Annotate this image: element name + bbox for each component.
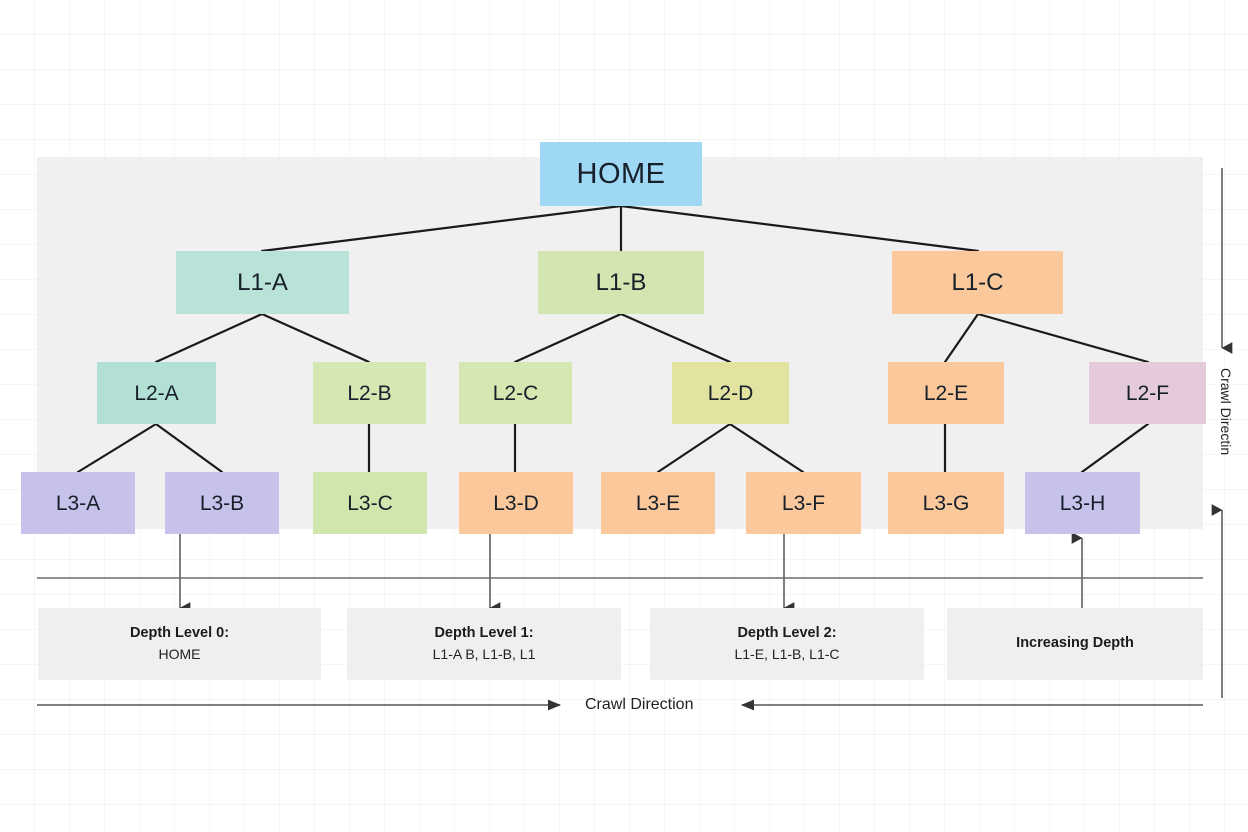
edge-l1c-l2e: [943, 312, 980, 364]
node-l2-d[interactable]: L2-D: [672, 362, 789, 424]
vertical-crawl-direction-label: Crawl Directin: [1218, 368, 1234, 456]
node-l2-c[interactable]: L2-C: [459, 362, 572, 424]
edge-home-l1a: [260, 204, 623, 253]
edge-l2a-l3a: [76, 422, 158, 474]
node-home[interactable]: HOME: [540, 142, 702, 206]
edge-l2d-l3e: [656, 422, 732, 474]
edge-l1c-l2f: [976, 312, 1150, 364]
node-l3-c[interactable]: L3-C: [313, 472, 427, 534]
node-l1-a[interactable]: L1-A: [176, 251, 349, 314]
edge-l1b-l2d: [619, 312, 732, 364]
edge-home-l1c: [619, 204, 980, 253]
node-l3-a[interactable]: L3-A: [21, 472, 135, 534]
edge-l2f-l3h: [1080, 422, 1150, 474]
edge-l1b-l2c: [513, 312, 623, 364]
node-l1-c[interactable]: L1-C: [892, 251, 1063, 314]
node-l3-h[interactable]: L3-H: [1025, 472, 1140, 534]
legend-title: Depth Level 2:: [737, 625, 837, 642]
legend-subtitle: L1-E, L1-B, L1-C: [734, 646, 840, 663]
node-l3-f[interactable]: L3-F: [746, 472, 861, 534]
node-l2-e[interactable]: L2-E: [888, 362, 1004, 424]
node-l3-g[interactable]: L3-G: [888, 472, 1004, 534]
node-l3-e[interactable]: L3-E: [601, 472, 715, 534]
edge-l2d-l3f: [728, 422, 805, 474]
legend-depth-level-1[interactable]: Depth Level 1: L1-A B, L1-B, L1: [347, 608, 621, 680]
edge-l1a-l2b: [260, 312, 371, 364]
legend-subtitle: HOME: [158, 646, 201, 663]
node-l3-b[interactable]: L3-B: [165, 472, 279, 534]
legend-title: Depth Level 0:: [129, 625, 230, 642]
node-l1-b[interactable]: L1-B: [538, 251, 704, 314]
crawl-direction-label: Crawl Direction: [585, 696, 694, 713]
legend-subtitle: L1-A B, L1-B, L1: [432, 646, 536, 663]
edge-l2a-l3b: [154, 422, 224, 474]
legend-increasing-depth[interactable]: Increasing Depth: [947, 608, 1203, 680]
node-l3-d[interactable]: L3-D: [459, 472, 573, 534]
legend-title: Increasing Depth: [1016, 635, 1134, 652]
node-l2-a[interactable]: L2-A: [97, 362, 216, 424]
legend-depth-level-0[interactable]: Depth Level 0: HOME: [38, 608, 321, 680]
legend-depth-level-2[interactable]: Depth Level 2: L1-E, L1-B, L1-C: [650, 608, 924, 680]
node-l2-b[interactable]: L2-B: [313, 362, 426, 424]
legend-title: Depth Level 1:: [434, 625, 534, 642]
edge-l1a-l2a: [154, 312, 264, 364]
node-l2-f[interactable]: L2-F: [1089, 362, 1206, 424]
